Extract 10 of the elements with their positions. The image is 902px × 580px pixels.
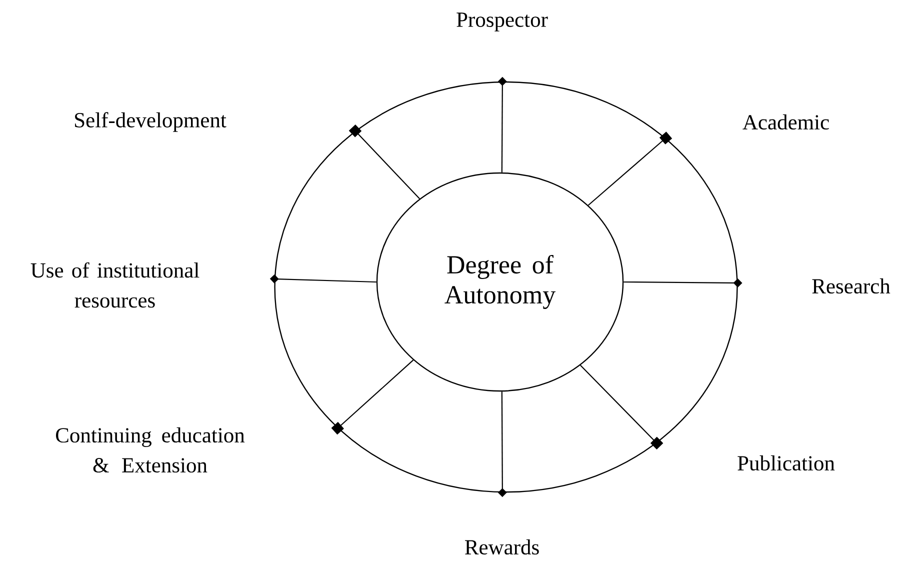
outer-ring [274,81,738,493]
segment-label: Publication [738,455,835,471]
segment-label: Self-development [75,112,226,132]
segment-label: Continuing education & Extension [56,427,245,473]
segment-label: Research [812,278,890,294]
segment-label: Academic [742,114,829,130]
spoke-line [624,278,742,288]
segment-label: Use of institutional resources [30,262,200,308]
segment-label: Rewards [465,539,539,555]
segment-label: Prospector [456,12,548,32]
